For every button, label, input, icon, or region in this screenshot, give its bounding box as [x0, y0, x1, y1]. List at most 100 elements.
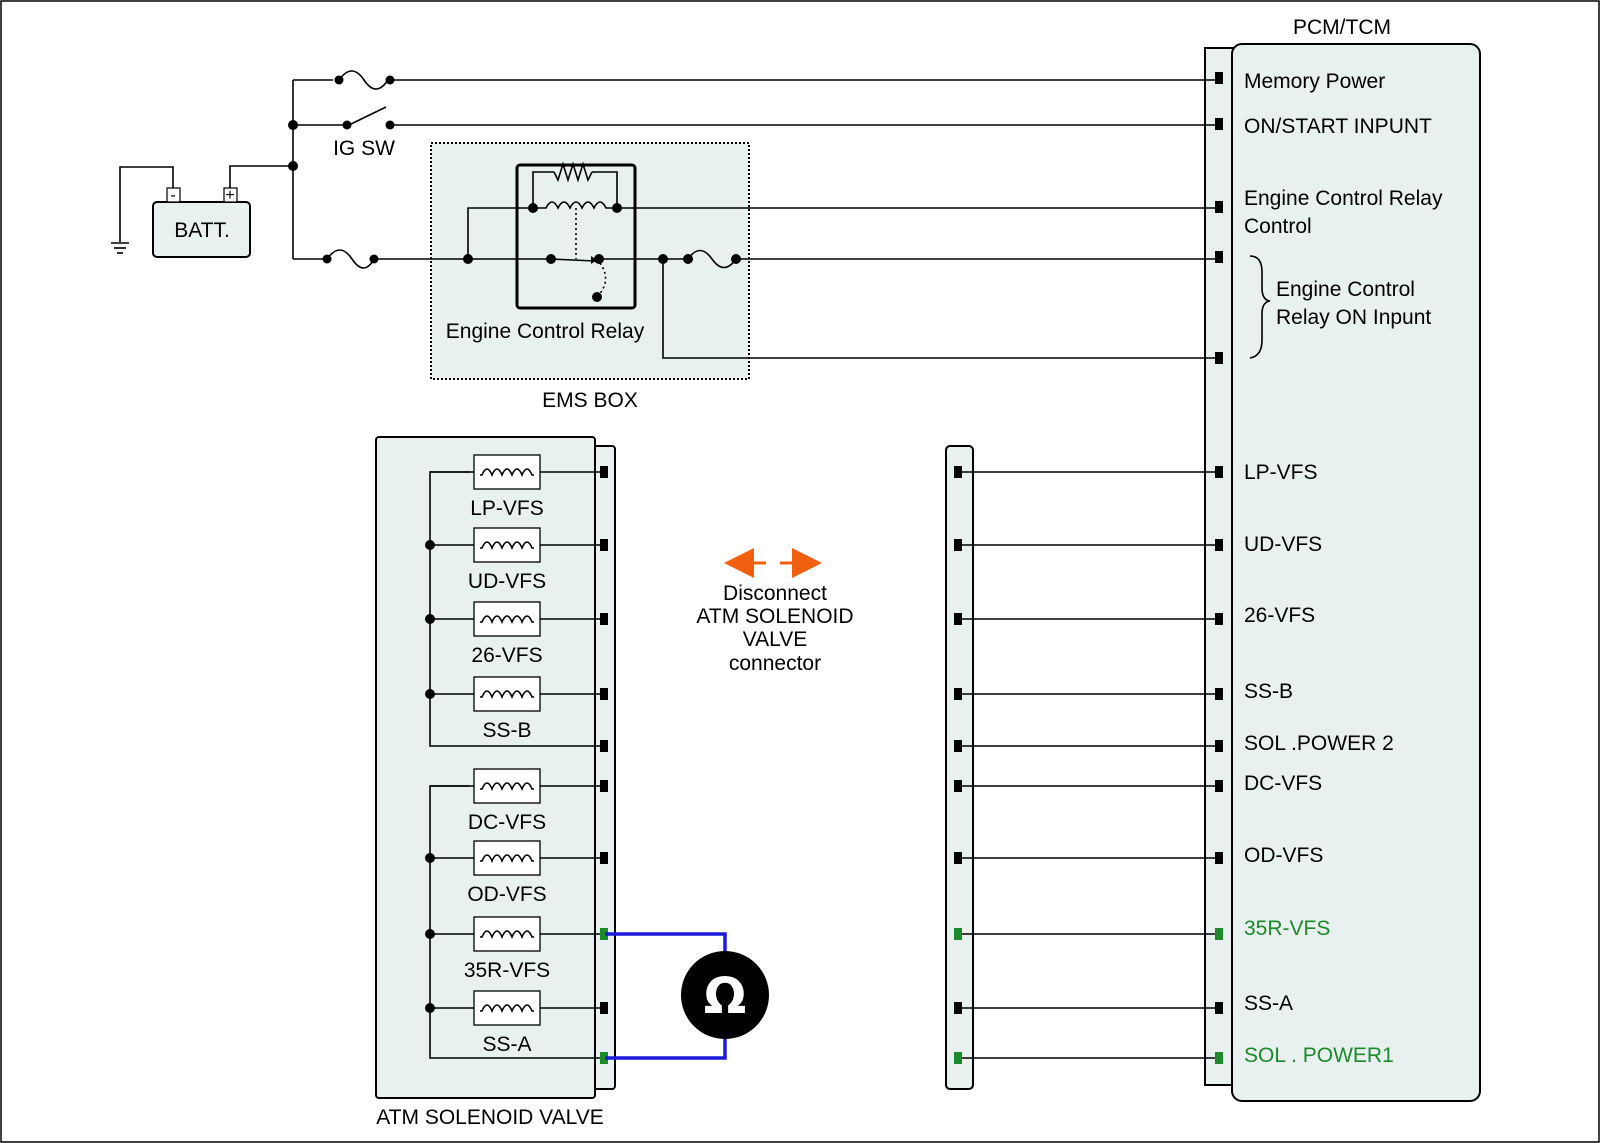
harness-wire-od-vfs: [954, 852, 1223, 864]
coil-dc-vfs: DC-VFS: [430, 768, 608, 834]
valve-pin: [600, 928, 608, 940]
coil-icon: [480, 1004, 534, 1014]
harness-wire-sol-power-2: [954, 740, 1223, 752]
pin-memory-power: Memory Power: [1244, 70, 1385, 93]
valve-pin: [600, 780, 608, 792]
meter-lead-positive: [605, 932, 727, 955]
solenoid-coils: LP-VFS UD-VFS 26-VFS SS-B DC-VFS OD-VFS 35R-VF…: [425, 454, 608, 1064]
ground-wire: [119, 166, 174, 242]
valve-pin: [600, 539, 608, 551]
coil-ss-a: SS-A: [425, 990, 608, 1056]
ohm-symbol: Ω: [704, 967, 747, 1025]
coil-label: 35R-VFS: [464, 959, 550, 982]
note-line-1: Disconnect: [723, 582, 827, 605]
coil-od-vfs: OD-VFS: [425, 840, 608, 906]
pcm-pin-lp-vfs: LP-VFS: [1244, 461, 1318, 484]
relay-label: Engine Control Relay: [446, 320, 645, 343]
coil-icon: [480, 690, 534, 700]
pcm-pin-35r-vfs: 35R-VFS: [1244, 917, 1330, 940]
note-line-2: ATM SOLENOID: [696, 605, 853, 628]
pcm-pin-dc-vfs: DC-VFS: [1244, 772, 1322, 795]
meter-lead-negative: [605, 1036, 727, 1060]
coil-label: UD-VFS: [468, 570, 546, 593]
harness-connector-strip: [945, 445, 974, 1090]
valve-pin: [600, 613, 608, 625]
pcm-pin-ss-b: SS-B: [1244, 680, 1293, 703]
coil-label: LP-VFS: [470, 497, 544, 520]
valve-pin-sol-power-2: [600, 740, 608, 752]
pin-ecr-control-line2: Control: [1244, 215, 1312, 238]
coil-label: SS-B: [482, 719, 531, 742]
pin-on-start-input: ON/START INPUNT: [1244, 115, 1432, 138]
ems-box-label: EMS BOX: [542, 389, 638, 412]
valve-pin: [600, 1002, 608, 1014]
pcm-title: PCM/TCM: [1293, 16, 1391, 39]
pcm-pin-ud-vfs: UD-VFS: [1244, 533, 1322, 556]
harness-wire-35r-vfs: [954, 928, 1223, 940]
valve-pin: [600, 466, 608, 478]
pin-ecr-on-line1: Engine Control: [1276, 278, 1415, 301]
coil-icon: [480, 854, 534, 864]
fuse-icon-relay-output: [687, 249, 737, 269]
battery: [152, 201, 251, 258]
note-line-4: connector: [729, 652, 821, 675]
harness-wire-dc-vfs: [954, 780, 1223, 792]
relay-switch-contact: [550, 258, 596, 262]
harness-wire-ss-b: [954, 688, 1223, 700]
valve-pin: [600, 688, 608, 700]
pcm-pin-ss-a: SS-A: [1244, 992, 1293, 1015]
disconnect-note: Disconnect ATM SOLENOID VALVE connector: [696, 548, 854, 675]
coil-icon: [480, 782, 534, 792]
coil-label: DC-VFS: [468, 811, 546, 834]
pcm-body: [1231, 43, 1481, 1102]
battery-label: BATT.: [174, 219, 230, 242]
coil-icon: [480, 541, 534, 551]
battery-neg-sign: -: [170, 187, 175, 204]
ig-switch-icon: [348, 106, 387, 126]
coil-icon: [480, 930, 534, 940]
ohmmeter-icon: [681, 951, 769, 1039]
valve-pin: [600, 852, 608, 864]
engine-control-relay: [515, 163, 637, 310]
resistor-icon: [553, 161, 593, 183]
battery-pos-sign: +: [225, 187, 234, 204]
pcm-connector-strip: [1204, 47, 1235, 1086]
coil-35r-vfs: 35R-VFS: [425, 916, 608, 982]
pin-ecr-on-line2: Relay ON Inpunt: [1276, 306, 1431, 329]
coil-ud-vfs: UD-VFS: [425, 527, 608, 593]
power-supply: BATT. - + IG SW: [111, 70, 1219, 269]
ecr-on-brace: [1249, 255, 1271, 359]
harness-wire-sol-power1: [954, 1052, 1223, 1064]
wire-ecr-on-2: [662, 259, 1219, 359]
coil-26-vfs: 26-VFS: [425, 601, 608, 667]
ground-icon: [111, 242, 129, 254]
pin-ecr-control-line1: Engine Control Relay: [1244, 187, 1443, 210]
coil-label: SS-A: [482, 1033, 531, 1056]
coil-lp-vfs: LP-VFS: [430, 454, 608, 520]
ems-box: EMS BOX Engine Control Relay: [374, 142, 1219, 412]
pcm-pin-26-vfs: 26-VFS: [1244, 604, 1315, 627]
ohmmeter: Ω: [605, 932, 769, 1060]
valve-label: ATM SOLENOID VALVE: [376, 1106, 604, 1129]
fuse-icon-ems-feed: [326, 249, 375, 269]
relay-coil-icon: [533, 201, 617, 210]
atm-solenoid-valve: ATM SOLENOID VALVE LP-VFS UD-VFS 26-VFS SS-…: [375, 436, 616, 1129]
coil-ss-b: SS-B: [425, 676, 608, 742]
battery-positive-wire: [229, 165, 293, 188]
harness-wire-ud-vfs: [954, 539, 1223, 551]
harness-wire-26-vfs: [954, 613, 1223, 625]
pcm-pin-sol-power1: SOL . POWER1: [1244, 1044, 1394, 1067]
pcm-pin-sol-power-2: SOL .POWER 2: [1244, 732, 1394, 755]
note-line-3: VALVE: [743, 628, 808, 651]
coil-label: 26-VFS: [471, 644, 542, 667]
fuse-icon-memory: [338, 70, 389, 90]
coil-label: OD-VFS: [467, 883, 546, 906]
pcm-tcm-module: PCM/TCM Memory Power ON/START INPUNT Eng…: [1204, 16, 1481, 1102]
coil-icon: [480, 615, 534, 625]
ig-switch-label: IG SW: [333, 137, 395, 160]
harness-wire-ss-a: [954, 1002, 1223, 1014]
harness-wires: [954, 466, 1223, 1064]
